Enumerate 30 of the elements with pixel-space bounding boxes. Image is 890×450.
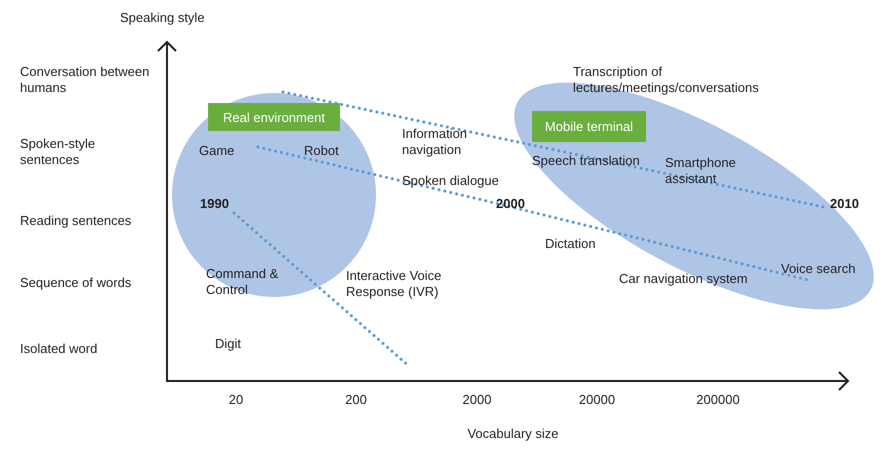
axis-category: Conversation between humans xyxy=(20,64,150,96)
axis-category: Spoken-style sentences xyxy=(20,136,96,168)
axis-title: Speaking style xyxy=(120,10,205,26)
tick-label: 20000 xyxy=(578,392,616,408)
tick-label: 200000 xyxy=(695,392,741,408)
application-label: Interactive Voice Response (IVR) xyxy=(346,268,442,300)
application-label: Game xyxy=(199,143,234,159)
application-label: Smartphone assistant xyxy=(665,155,737,187)
year-label: 1990 xyxy=(200,196,229,212)
application-label: Voice search xyxy=(781,261,856,277)
application-label: Spoken dialogue xyxy=(402,173,499,189)
application-label: Information navigation xyxy=(402,126,468,158)
application-label: Robot xyxy=(304,143,339,159)
axis-title: Vocabulary size xyxy=(466,426,560,442)
tick-label: 2000 xyxy=(462,392,492,408)
region-tag: Mobile terminal xyxy=(532,111,646,142)
axis-category: Isolated word xyxy=(20,341,98,357)
application-label: Transcription of lectures/meetings/conversations xyxy=(573,64,760,96)
axis-category: Sequence of words xyxy=(20,275,132,291)
tick-label: 20 xyxy=(228,392,244,408)
application-label: Car navigation system xyxy=(619,271,748,287)
application-label: Digit xyxy=(215,336,242,352)
application-label: Speech translation xyxy=(532,153,640,169)
tick-label: 200 xyxy=(344,392,368,408)
region-tag: Real environment xyxy=(208,103,340,131)
year-label: 2010 xyxy=(830,196,859,212)
axis-category: Reading sentences xyxy=(20,213,132,229)
application-label: Command & Control xyxy=(206,266,280,298)
year-label: 2000 xyxy=(496,196,525,212)
application-label: Dictation xyxy=(545,236,596,252)
